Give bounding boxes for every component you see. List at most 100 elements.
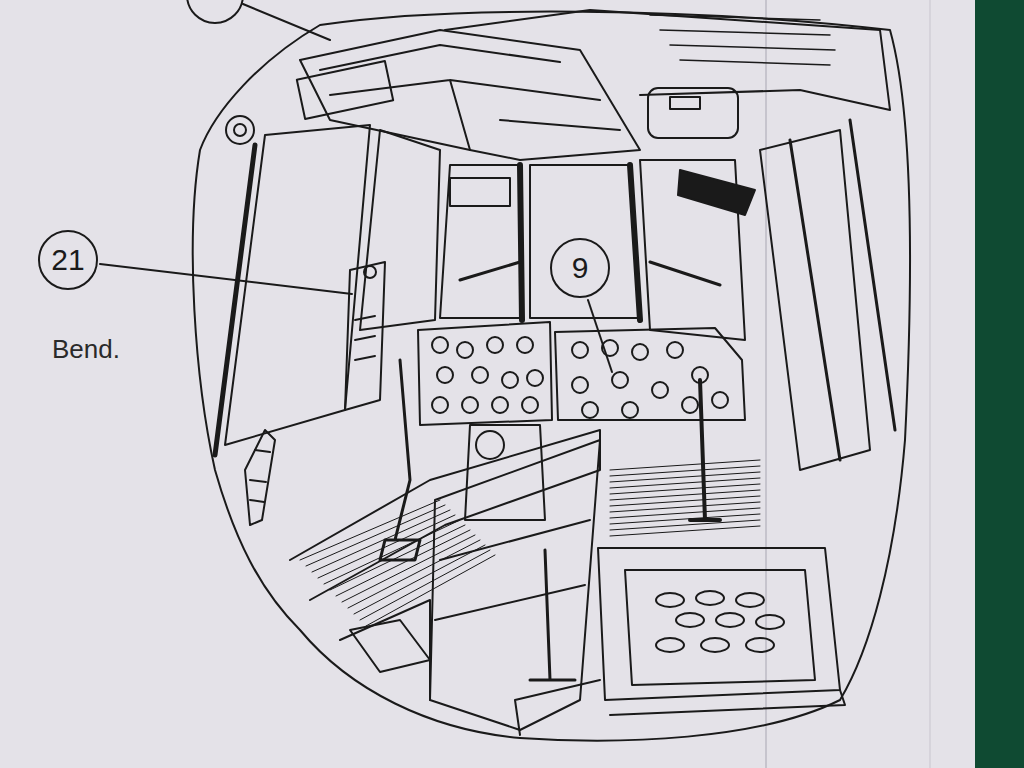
gauge bbox=[527, 370, 543, 386]
fold-line bbox=[930, 0, 931, 768]
side-window bbox=[360, 130, 440, 330]
console-detail bbox=[320, 45, 620, 150]
hatch-line bbox=[610, 514, 760, 524]
wiper bbox=[460, 262, 720, 285]
hatch-line bbox=[610, 478, 760, 488]
hatch-line bbox=[300, 500, 440, 560]
compass bbox=[450, 178, 510, 206]
floor-plate bbox=[350, 620, 430, 672]
gauge bbox=[612, 372, 628, 388]
leader-line bbox=[243, 4, 330, 40]
gauge bbox=[462, 397, 478, 413]
windshield bbox=[440, 165, 520, 318]
post bbox=[520, 165, 640, 320]
gauge bbox=[432, 337, 448, 353]
gauge bbox=[522, 397, 538, 413]
seat-pads bbox=[656, 591, 784, 652]
collective bbox=[530, 550, 575, 680]
gauge bbox=[457, 342, 473, 358]
gauge bbox=[622, 402, 638, 418]
seat-pad bbox=[696, 591, 724, 605]
door-window bbox=[225, 125, 370, 445]
gauge bbox=[472, 367, 488, 383]
radio-box bbox=[648, 88, 738, 138]
seat-cushion bbox=[625, 570, 815, 685]
seat-pad bbox=[656, 593, 684, 607]
gauge bbox=[487, 337, 503, 353]
door-frame bbox=[790, 120, 895, 460]
hatch-line bbox=[610, 502, 760, 512]
windshield bbox=[530, 165, 640, 318]
hatch-line bbox=[610, 484, 760, 494]
circle-outline bbox=[39, 231, 97, 289]
callout-circle: 21 bbox=[38, 230, 98, 290]
gauge bbox=[502, 372, 518, 388]
seat-pad bbox=[716, 613, 744, 627]
switches bbox=[355, 316, 375, 360]
hatch-line bbox=[610, 472, 760, 482]
gauge bbox=[582, 402, 598, 418]
gauge bbox=[437, 367, 453, 383]
gauge bbox=[682, 397, 698, 413]
mirror bbox=[678, 170, 755, 215]
callout-number: 21 bbox=[51, 245, 84, 275]
knob bbox=[226, 116, 254, 144]
outline bbox=[193, 12, 910, 741]
seat-pad bbox=[746, 638, 774, 652]
knob bbox=[364, 266, 376, 278]
door-frame bbox=[215, 145, 255, 455]
seat-pad bbox=[676, 613, 704, 627]
instrument-panel bbox=[555, 328, 745, 420]
leader-line bbox=[588, 300, 612, 372]
pedestal bbox=[465, 425, 545, 520]
hatch-line bbox=[610, 520, 760, 530]
circle-outline bbox=[551, 239, 609, 297]
callout-number: 9 bbox=[572, 253, 589, 283]
post-box bbox=[345, 262, 385, 410]
radio-window bbox=[670, 97, 700, 109]
lever-detail bbox=[250, 450, 270, 502]
seat-pad bbox=[701, 638, 729, 652]
roof-hatching bbox=[650, 15, 835, 65]
gauge bbox=[517, 337, 533, 353]
seat-pad bbox=[756, 615, 784, 629]
floor-edge bbox=[290, 430, 600, 600]
gauge bbox=[667, 342, 683, 358]
cyclic-stick bbox=[380, 360, 420, 560]
console-detail bbox=[340, 520, 590, 700]
note-text: Bend. bbox=[52, 334, 120, 365]
panel bbox=[297, 61, 393, 119]
hatch-line bbox=[610, 496, 760, 506]
lever bbox=[245, 430, 275, 525]
gauges bbox=[432, 337, 728, 418]
green-edge bbox=[975, 0, 1024, 768]
cyclic-stick bbox=[690, 380, 720, 520]
gauge bbox=[712, 392, 728, 408]
floor-hatching bbox=[300, 460, 760, 626]
seat-frame bbox=[515, 680, 845, 735]
fold-line bbox=[765, 0, 767, 768]
hatch-line bbox=[312, 510, 450, 572]
seat bbox=[598, 548, 840, 700]
callout-circle bbox=[187, 0, 243, 23]
knob bbox=[234, 124, 246, 136]
instrument-panel bbox=[418, 322, 552, 425]
gauge bbox=[572, 342, 588, 358]
hatch-line bbox=[610, 526, 760, 536]
roof bbox=[445, 10, 890, 110]
gauge bbox=[476, 431, 504, 459]
hatch-line bbox=[610, 490, 760, 500]
hatch-line bbox=[610, 508, 760, 518]
seat-pad bbox=[736, 593, 764, 607]
gauge bbox=[492, 397, 508, 413]
gauge bbox=[602, 340, 618, 356]
gauge bbox=[572, 377, 588, 393]
callout-circle: 9 bbox=[550, 238, 610, 298]
gauge bbox=[652, 382, 668, 398]
leader-line bbox=[100, 264, 352, 294]
seat-pad bbox=[656, 638, 684, 652]
gauge bbox=[432, 397, 448, 413]
hatch-line bbox=[610, 466, 760, 476]
